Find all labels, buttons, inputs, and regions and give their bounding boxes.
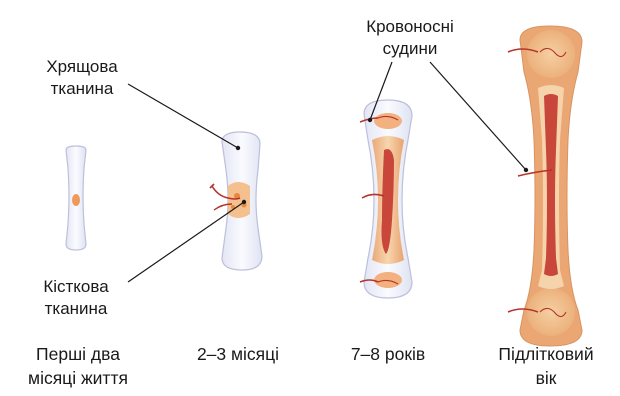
caption-stage-4-line1: Підлітковий bbox=[484, 342, 608, 366]
caption-stage-1: Перші два місяці життя bbox=[18, 342, 138, 390]
caption-stage-2-line1: 2–3 місяці bbox=[178, 342, 298, 366]
bone-stage-4 bbox=[508, 26, 582, 346]
caption-stage-4-line2: вік bbox=[484, 366, 608, 390]
caption-stage-4: Підлітковий вік bbox=[484, 342, 608, 390]
caption-stage-3-line1: 7–8 років bbox=[328, 342, 448, 366]
pointer-cartilage-dot bbox=[236, 146, 240, 150]
pointer-vessel-2-dot bbox=[524, 168, 528, 172]
bone-stage-1 bbox=[66, 146, 86, 250]
pointer-vessel-1-dot bbox=[368, 118, 372, 122]
caption-stage-1-line2: місяці життя bbox=[18, 366, 138, 390]
pointer-vessel-2 bbox=[430, 62, 526, 170]
pointer-bone-dot bbox=[242, 200, 246, 204]
caption-stage-3: 7–8 років bbox=[328, 342, 448, 366]
bone-stage-2 bbox=[210, 132, 262, 270]
caption-stage-1-line1: Перші два bbox=[18, 342, 138, 366]
bone-stage-3 bbox=[360, 100, 412, 298]
pointer-cartilage bbox=[128, 84, 238, 148]
caption-stage-2: 2–3 місяці bbox=[178, 342, 298, 366]
